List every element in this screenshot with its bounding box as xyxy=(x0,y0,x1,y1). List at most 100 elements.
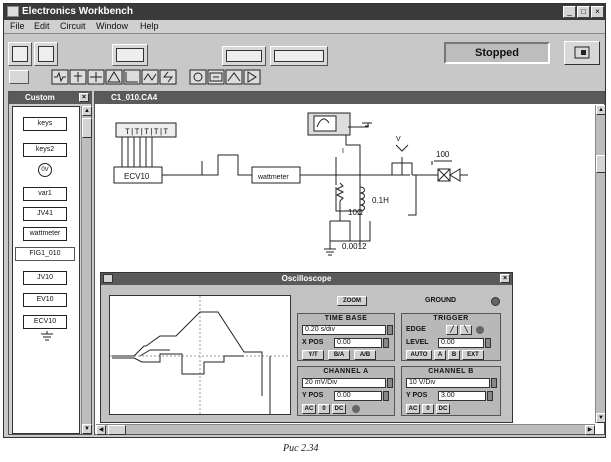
circuit-horizontal-scrollbar[interactable]: ◀ ▶ xyxy=(96,424,595,435)
trigger-auto-button[interactable]: AUTO xyxy=(406,350,432,360)
channel-a-ac-button[interactable]: AC xyxy=(302,404,316,414)
part-fig1-010[interactable]: FIG1_010 xyxy=(15,247,75,261)
new-circuit-button[interactable] xyxy=(8,42,32,66)
mode-ab-button[interactable]: A/B xyxy=(354,350,376,360)
channel-b-scale[interactable]: 10 V/Div xyxy=(406,378,490,388)
level-spinner[interactable] xyxy=(485,338,491,348)
part-jv41[interactable]: JV41 xyxy=(23,207,67,221)
channel-a-terminal-icon[interactable] xyxy=(352,405,360,413)
circuit-scroll-down-icon[interactable]: ▼ xyxy=(596,413,605,423)
part-ecv10[interactable]: ECV10 xyxy=(23,315,67,329)
menu-edit[interactable]: Edit xyxy=(34,21,50,31)
time-base-title: TIME BASE xyxy=(324,315,368,322)
channel-a-zero-button[interactable]: 0 xyxy=(318,404,330,414)
x-pos-spinner[interactable] xyxy=(383,338,389,348)
x-pos-label: X POS xyxy=(302,339,324,346)
part-keys[interactable]: keys xyxy=(23,117,67,131)
circuit-vscroll-thumb[interactable] xyxy=(596,155,605,173)
circuit-scroll-left-icon[interactable]: ◀ xyxy=(96,425,106,435)
inductor-label: 0.1H xyxy=(372,196,389,205)
trigger-terminal-icon[interactable] xyxy=(476,326,484,334)
scroll-thumb[interactable] xyxy=(82,118,92,138)
word-generator-button[interactable] xyxy=(222,46,266,66)
parts-bin-button[interactable] xyxy=(34,42,58,66)
maximize-button[interactable]: □ xyxy=(577,6,590,18)
part-ev10[interactable]: EV10 xyxy=(23,293,67,307)
x-pos-value[interactable]: 0.00 xyxy=(334,338,382,348)
oscilloscope-screen xyxy=(109,295,291,416)
channel-b-title: CHANNEL B xyxy=(428,368,474,375)
time-base-group: TIME BASE 0.20 s/div X POS 0.00 Y/T B/A … xyxy=(297,313,395,361)
part-var1[interactable]: var1 xyxy=(23,187,67,201)
time-base-spinner[interactable] xyxy=(387,325,393,335)
multiplier-gain-label: 100 xyxy=(436,150,450,159)
channel-b-scale-spinner[interactable] xyxy=(491,378,497,388)
power-switch-icon xyxy=(574,46,590,59)
channel-a-dc-button[interactable]: DC xyxy=(332,404,346,414)
channel-b-zero-button[interactable]: 0 xyxy=(422,404,434,414)
power-switch[interactable] xyxy=(564,41,600,65)
channel-b-ypos[interactable]: 3.00 xyxy=(438,391,486,401)
channel-b-dc-button[interactable]: DC xyxy=(436,404,450,414)
menu-file[interactable]: File xyxy=(10,21,25,31)
level-value[interactable]: 0.00 xyxy=(438,338,484,348)
zoom-button[interactable]: ZOOM xyxy=(337,296,367,306)
scroll-up-icon[interactable]: ▲ xyxy=(82,106,92,116)
bode-plotter-button[interactable] xyxy=(112,44,148,66)
channel-a-ypos-label: Y POS xyxy=(302,392,324,399)
menu-window[interactable]: Window xyxy=(96,21,129,31)
oscilloscope-title: Oscilloscope× xyxy=(101,273,512,285)
mode-yt-button[interactable]: Y/T xyxy=(302,350,324,360)
menu-help[interactable]: Help xyxy=(140,21,159,31)
channel-a-group: CHANNEL A 20 mV/Div Y POS 0.00 AC 0 DC xyxy=(297,366,395,416)
scroll-down-icon[interactable]: ▼ xyxy=(82,424,92,434)
component-toolbar xyxy=(51,69,261,85)
ground-label: GROUND xyxy=(425,297,457,304)
channel-a-ypos-spinner[interactable] xyxy=(383,391,389,401)
oscilloscope-system-menu-icon[interactable] xyxy=(103,274,113,283)
resistor-label: 10Ω xyxy=(348,208,363,217)
custom-panel-scrollbar[interactable]: ▲ ▼ xyxy=(81,106,92,434)
part-keys2[interactable]: keys2 xyxy=(23,143,67,157)
time-base-value[interactable]: 0.20 s/div xyxy=(302,325,386,335)
trigger-b-button[interactable]: B xyxy=(448,350,460,360)
channel-b-ypos-label: Y POS xyxy=(406,392,428,399)
channel-b-group: CHANNEL B 10 V/Div Y POS 3.00 AC 0 DC xyxy=(401,366,501,416)
ground-terminal-icon[interactable] xyxy=(491,297,500,306)
logic-analyzer-button[interactable] xyxy=(270,46,328,66)
custom-parts-list: keys keys2 0V var1 JV41 wattmeter FIG1_0… xyxy=(12,106,80,434)
circuit-scroll-up-icon[interactable]: ▲ xyxy=(596,105,605,115)
channel-a-scale-spinner[interactable] xyxy=(387,378,393,388)
mode-ba-button[interactable]: B/A xyxy=(328,350,350,360)
custom-panel-title: Custom× xyxy=(9,92,91,104)
app-icon[interactable] xyxy=(7,6,19,17)
current-probe-label: I xyxy=(342,148,344,155)
menu-circuit[interactable]: Circuit xyxy=(60,21,86,31)
channel-b-ypos-spinner[interactable] xyxy=(487,391,493,401)
channel-b-ac-button[interactable]: AC xyxy=(406,404,420,414)
circuit-vertical-scrollbar[interactable]: ▲ ▼ xyxy=(595,105,605,423)
edge-rising-button[interactable]: ╱ xyxy=(446,325,458,335)
close-button[interactable]: × xyxy=(591,6,604,18)
trigger-a-button[interactable]: A xyxy=(434,350,446,360)
capacitor-label: 0.0012 xyxy=(342,242,367,251)
edge-falling-button[interactable]: ╲ xyxy=(460,325,472,335)
circuit-scroll-right-icon[interactable]: ▶ xyxy=(585,425,595,435)
trigger-ext-button[interactable]: EXT xyxy=(462,350,484,360)
ground-symbol-icon xyxy=(41,331,53,341)
oscilloscope-trace xyxy=(110,296,290,416)
figure-caption: Рис 2.34 xyxy=(283,443,319,454)
part-jv10[interactable]: JV10 xyxy=(23,271,67,285)
trigger-group: TRIGGER EDGE ╱ ╲ LEVEL 0.00 AUTO A B EXT xyxy=(401,313,501,361)
oscilloscope-close-button[interactable]: × xyxy=(500,274,510,283)
circuit-hscroll-thumb[interactable] xyxy=(108,425,126,435)
custom-panel-close-button[interactable]: × xyxy=(79,93,89,102)
channel-a-ypos[interactable]: 0.00 xyxy=(334,391,382,401)
word-generator-label: T|T|T|T|T xyxy=(125,128,168,137)
edge-label: EDGE xyxy=(406,326,426,333)
tool-select[interactable] xyxy=(9,70,29,84)
part-wattmeter[interactable]: wattmeter xyxy=(23,227,67,241)
part-0v[interactable]: 0V xyxy=(38,163,52,177)
minimize-button[interactable]: _ xyxy=(563,6,576,18)
channel-a-scale[interactable]: 20 mV/Div xyxy=(302,378,386,388)
